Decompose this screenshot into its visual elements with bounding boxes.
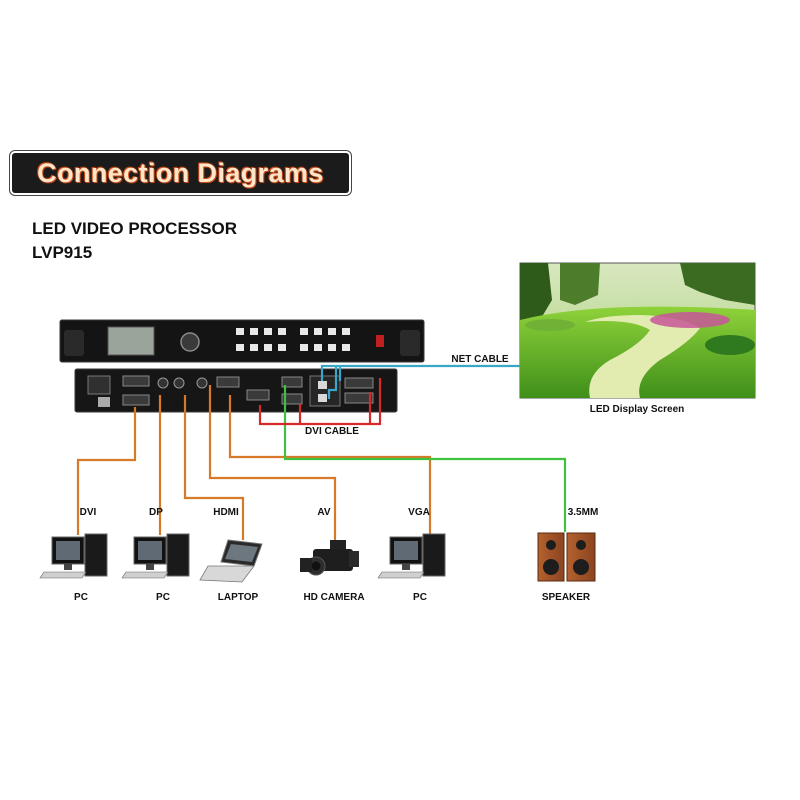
lcd-screen [107, 326, 155, 356]
port-label-vga: VGA [408, 507, 430, 518]
port-label-dvi: DVI [80, 507, 97, 518]
power-inlet [87, 375, 111, 395]
front-buttons [236, 328, 350, 351]
device-label-camera: HD CAMERA [303, 592, 364, 603]
device-label-pc: PC [413, 592, 427, 603]
dvi-cable [258, 378, 382, 426]
led-display-screen [519, 262, 756, 399]
pc-icon [121, 533, 190, 579]
device-label-speaker: SPEAKER [542, 592, 591, 603]
port-label-dp: DP [149, 507, 163, 518]
device-label-pc: PC [156, 592, 170, 603]
processor-rear-panel [74, 368, 398, 413]
processor-front-panel [59, 319, 425, 363]
net-cable-label: NET CABLE [451, 354, 509, 365]
dvi-cable-label: DVI CABLE [305, 426, 359, 437]
screen-caption: LED Display Screen [590, 404, 684, 415]
audio-cable [283, 385, 567, 532]
product-line-title: LED VIDEO PROCESSOR [32, 219, 237, 238]
port-label-av: AV [317, 507, 330, 518]
device-label-laptop: LAPTOP [218, 592, 259, 603]
title-banner: Connection Diagrams [12, 153, 349, 193]
camera-icon [300, 540, 359, 576]
power-switch [376, 335, 384, 347]
laptop-icon [199, 539, 263, 583]
port-label-audio: 3.5MM [568, 507, 599, 518]
device-label-pc: PC [74, 592, 88, 603]
pc-icon [39, 533, 108, 579]
control-knob [180, 332, 200, 352]
speaker-icon [537, 532, 596, 582]
input-cables [76, 385, 432, 540]
banner-title: Connection Diagrams [37, 157, 324, 188]
model-title: LVP915 [32, 243, 93, 262]
net-cable [320, 364, 520, 399]
port-label-hdmi: HDMI [213, 507, 239, 518]
pc-icon [377, 533, 446, 579]
